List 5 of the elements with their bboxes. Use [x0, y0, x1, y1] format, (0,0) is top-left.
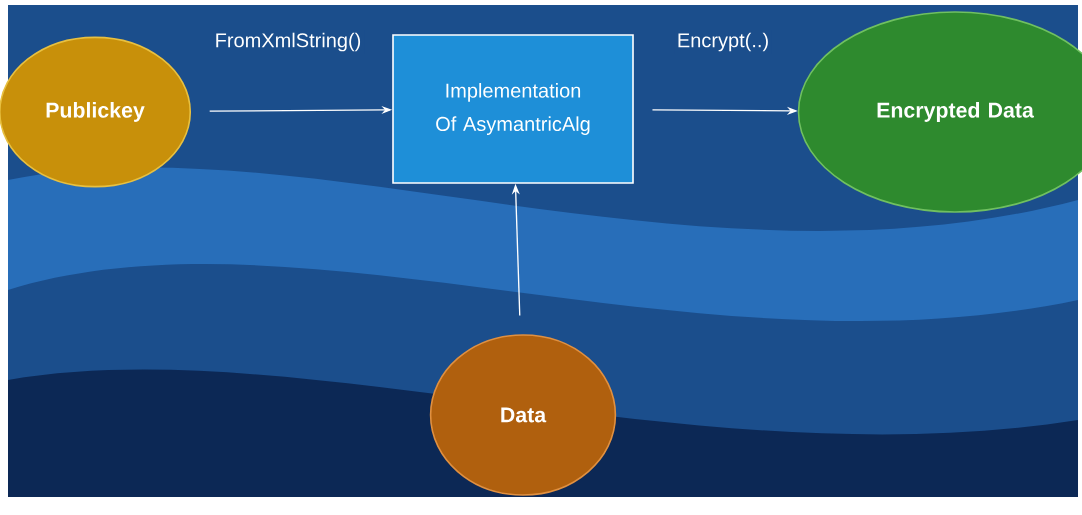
edge-label: FromXmlString(): [212, 30, 364, 54]
process-box: Implementation Of AsymantricAlg: [392, 34, 634, 184]
ellipse-node: Encrypted Data: [797, 11, 1082, 213]
edge-label: Encrypt(..): [674, 30, 772, 54]
ellipse-node: Data: [429, 334, 617, 496]
